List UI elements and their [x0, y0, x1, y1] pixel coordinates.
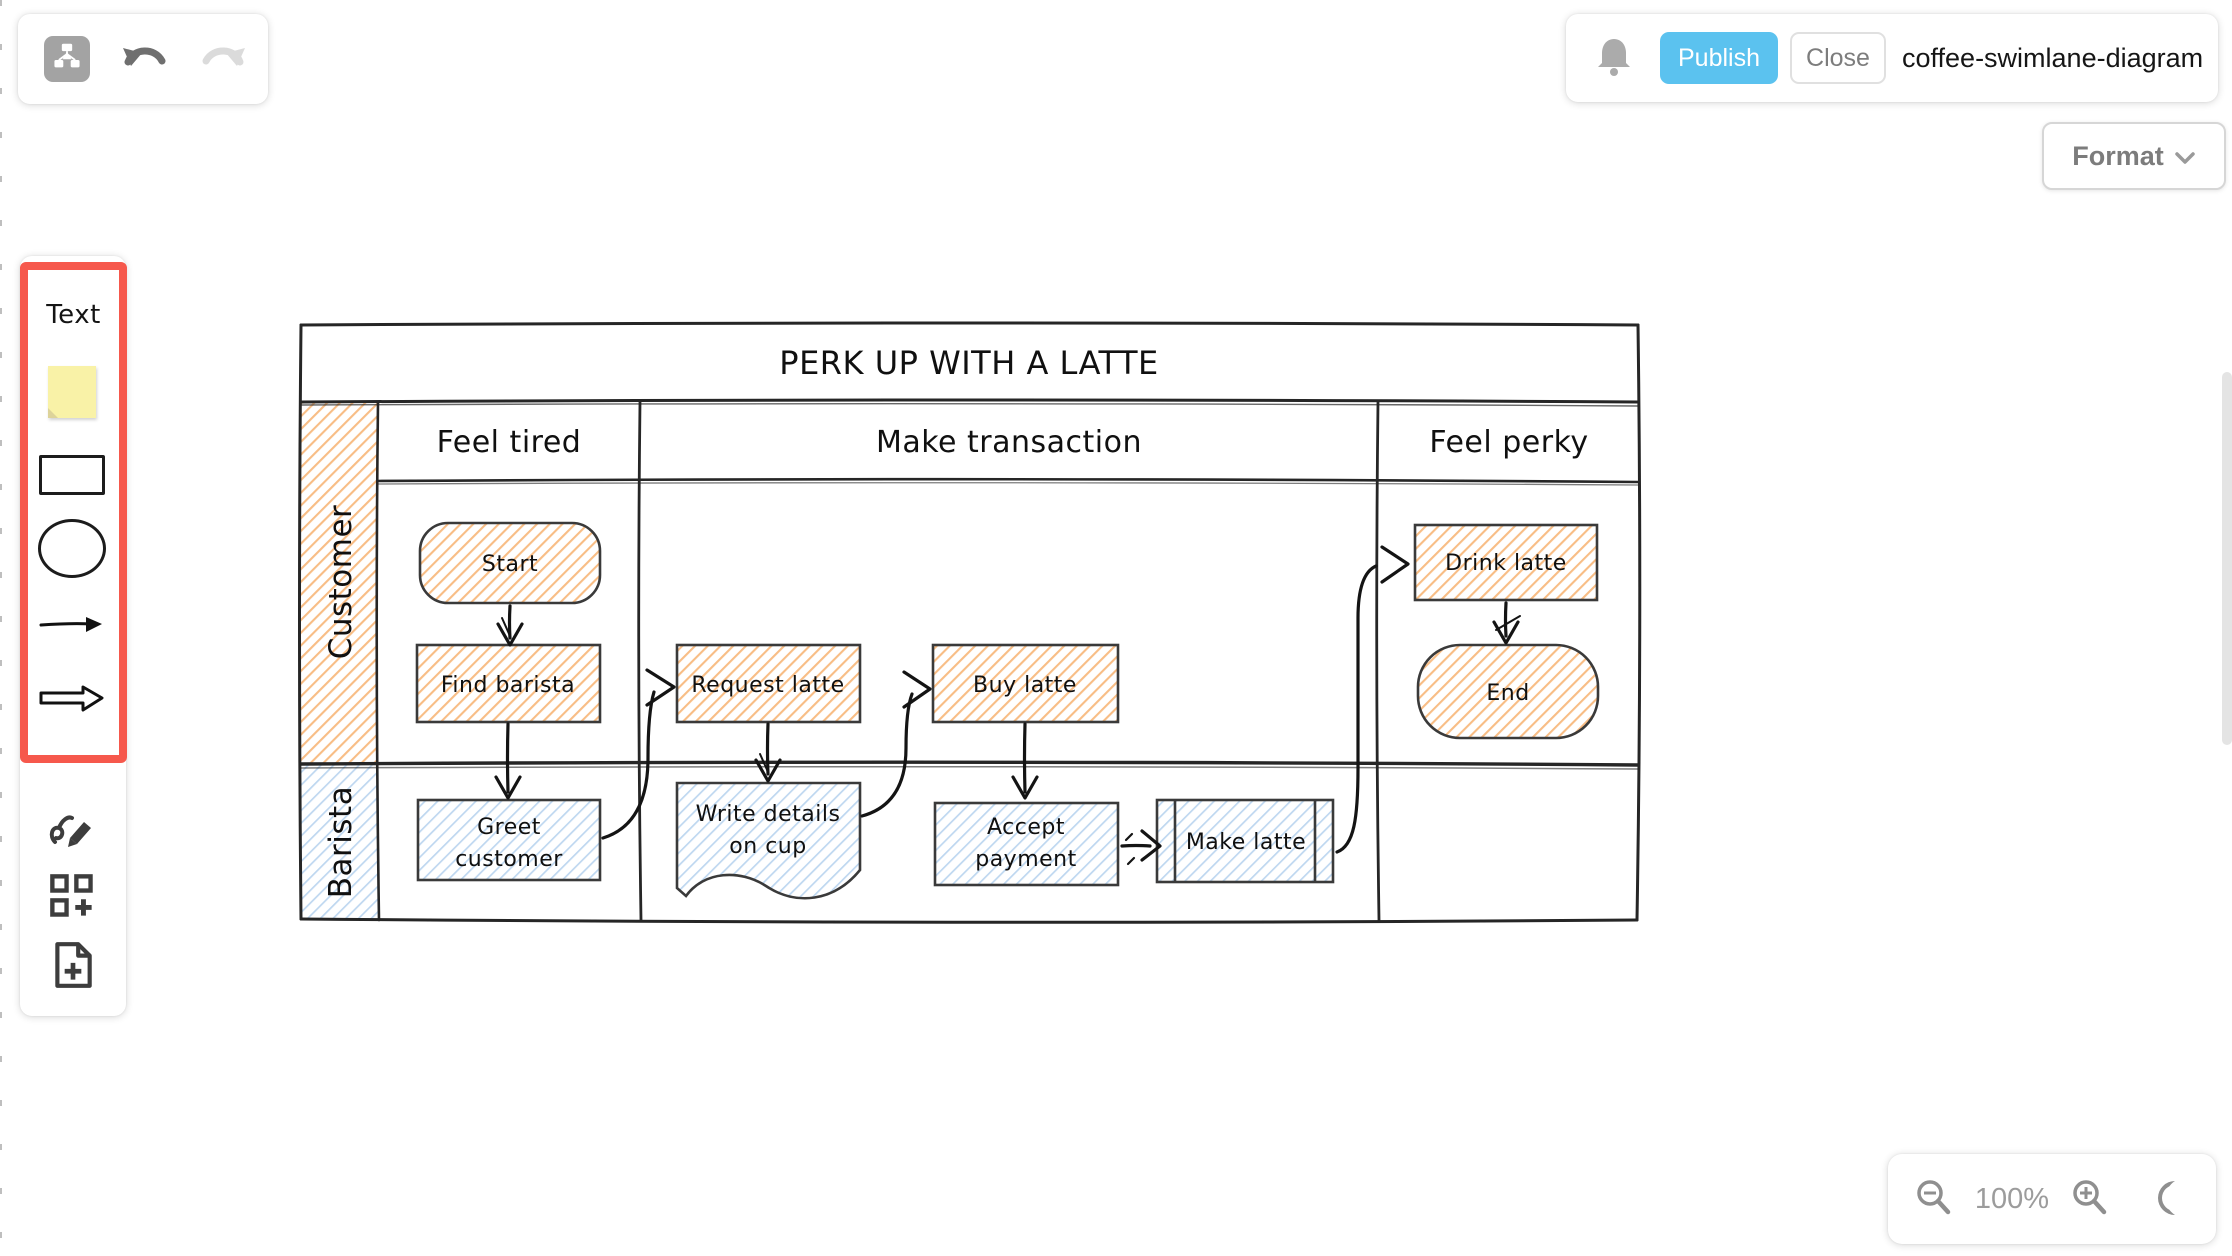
more-shapes-button[interactable] — [48, 872, 96, 923]
notifications-button[interactable] — [1596, 36, 1632, 81]
arrow-icon — [36, 617, 108, 644]
sticky-note-fold — [48, 408, 58, 418]
edge-write-details-buy-latte[interactable] — [860, 670, 932, 818]
canvas-page-edge — [0, 0, 2, 1256]
double-arrow-tool[interactable] — [36, 680, 108, 721]
node-label: Accept — [987, 815, 1065, 840]
node-label: on cup — [729, 834, 806, 859]
customer-lane-strip[interactable] — [300, 402, 378, 763]
node-label: Start — [482, 552, 538, 577]
format-button[interactable]: Format — [2042, 122, 2226, 190]
document-title: coffee-swimlane-diagram — [1902, 42, 2204, 73]
node-label: Greet — [477, 815, 541, 840]
arrow-tool[interactable] — [36, 608, 108, 645]
zoom-in-icon — [2069, 1177, 2111, 1222]
lane-label-customer[interactable]: Customer — [323, 505, 359, 660]
edge-find-barista-greet-customer[interactable] — [494, 722, 522, 800]
zoom-in-button[interactable] — [2069, 1177, 2111, 1222]
zoom-toolbar: 100% — [1888, 1154, 2216, 1244]
column-header-feel-perky[interactable]: Feel perky — [1429, 425, 1588, 460]
column-header-make-transaction[interactable]: Make transaction — [876, 425, 1142, 460]
undo-icon — [118, 38, 170, 81]
diagram-shapes-button[interactable] — [44, 36, 90, 82]
close-button[interactable]: Close — [1790, 32, 1886, 84]
chevron-down-icon — [2174, 141, 2196, 172]
node-buy-latte[interactable] — [931, 643, 1120, 724]
pencil-scribble-icon — [46, 802, 98, 855]
node-label: Drink latte — [1445, 551, 1567, 576]
swimlane-grid — [298, 321, 1642, 924]
node-label: Request latte — [691, 673, 844, 698]
undo-button[interactable] — [118, 38, 170, 81]
vertical-scrollbar-thumb[interactable] — [2222, 372, 2232, 745]
ellipse-tool[interactable] — [38, 519, 106, 578]
edge-accept-payment-make-latte[interactable] — [1120, 829, 1162, 866]
edge-request-latte-write-details[interactable] — [754, 722, 782, 783]
swimlane-diagram[interactable]: PERK UP WITH A LATTE Feel tired Make tra… — [296, 318, 1648, 930]
barista-lane-strip[interactable] — [300, 764, 378, 920]
sitemap-icon — [50, 40, 84, 79]
node-end[interactable] — [1416, 643, 1600, 740]
edge-buy-latte-accept-payment[interactable] — [1011, 722, 1039, 800]
column-header-feel-tired[interactable]: Feel tired — [437, 425, 582, 460]
zoom-out-icon — [1913, 1177, 1955, 1222]
edge-greet-customer-request-latte[interactable] — [601, 668, 676, 840]
redo-button[interactable] — [198, 38, 250, 81]
zoom-out-button[interactable] — [1913, 1177, 1955, 1222]
redo-icon — [198, 38, 250, 81]
new-document-button[interactable] — [50, 940, 96, 993]
node-label: Make latte — [1186, 830, 1306, 855]
publish-button[interactable]: Publish — [1660, 32, 1778, 84]
dark-mode-button[interactable] — [2147, 1176, 2191, 1223]
node-accept-payment[interactable] — [933, 801, 1120, 887]
node-greet-customer[interactable] — [416, 798, 602, 882]
sticky-note-tool[interactable] — [48, 366, 96, 418]
node-make-latte[interactable] — [1155, 798, 1335, 884]
document-plus-icon — [50, 940, 96, 993]
node-request-latte[interactable] — [675, 643, 862, 724]
double-arrow-icon — [36, 685, 108, 720]
shapes-grid-plus-icon — [48, 872, 96, 923]
node-label: Write details — [696, 802, 841, 827]
edge-drink-latte-end[interactable] — [1492, 601, 1521, 645]
diagram-title[interactable]: PERK UP WITH A LATTE — [779, 344, 1158, 382]
node-write-details[interactable] — [675, 781, 862, 900]
bell-icon — [1596, 36, 1632, 81]
node-label: Find barista — [441, 673, 575, 698]
moon-icon — [2147, 1176, 2191, 1223]
lane-label-barista[interactable]: Barista — [323, 786, 359, 898]
edge-start-find-barista[interactable] — [496, 604, 524, 647]
rectangle-tool[interactable] — [39, 455, 105, 495]
node-drink-latte[interactable] — [1413, 523, 1599, 602]
node-label: End — [1486, 681, 1529, 706]
zoom-level: 100% — [1974, 1182, 2050, 1215]
format-label: Format — [2072, 140, 2164, 171]
node-label: payment — [975, 847, 1077, 872]
edge-make-latte-drink-latte[interactable] — [1335, 545, 1410, 854]
text-tool[interactable]: Text — [46, 300, 101, 330]
top-right-toolbar: Publish Close coffee-swimlane-diagram — [1566, 14, 2218, 102]
node-start[interactable] — [418, 521, 602, 605]
top-left-toolbar — [18, 14, 268, 104]
node-label: Buy latte — [973, 673, 1077, 698]
node-label: customer — [455, 847, 563, 872]
freehand-draw-button[interactable] — [46, 802, 98, 855]
